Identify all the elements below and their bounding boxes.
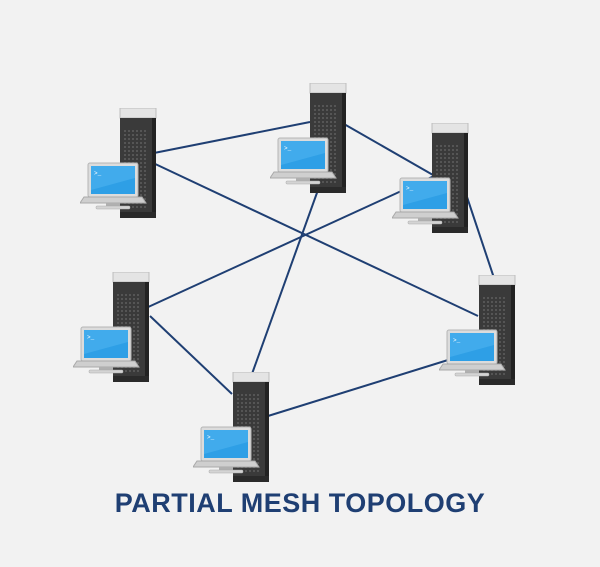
link-top-right-to-middle-right [462, 184, 497, 285]
computer-workstation-icon: >_ [73, 272, 150, 382]
node-middle-left: >_ [73, 272, 163, 387]
link-top-center-to-top-right [343, 123, 434, 176]
svg-text:>_: >_ [453, 337, 461, 344]
svg-text:>_: >_ [406, 185, 414, 192]
svg-text:>_: >_ [87, 334, 95, 341]
link-top-left-to-middle-right [150, 161, 479, 317]
svg-text:>_: >_ [94, 170, 102, 177]
link-top-left-to-top-center [153, 121, 311, 154]
node-top-left: >_ [80, 108, 170, 223]
svg-text:>_: >_ [207, 434, 215, 441]
computer-workstation-icon: >_ [270, 83, 347, 193]
diagram-caption: PARTIAL MESH TOPOLOGY [114, 488, 486, 518]
link-top-right-to-middle-left [145, 175, 435, 309]
link-middle-left-to-bottom-center [149, 315, 233, 395]
svg-text:>_: >_ [284, 145, 292, 152]
computer-workstation-icon: >_ [193, 372, 270, 482]
node-top-center: >_ [270, 83, 360, 198]
link-top-center-to-bottom-center [247, 175, 324, 386]
node-top-right: >_ [392, 123, 482, 238]
computer-workstation-icon: >_ [392, 123, 469, 233]
node-middle-right: >_ [439, 275, 529, 390]
link-bottom-center-to-middle-right [267, 359, 449, 417]
node-bottom-center: >_ [193, 372, 283, 487]
computer-workstation-icon: >_ [80, 108, 157, 218]
computer-workstation-icon: >_ [439, 275, 516, 385]
